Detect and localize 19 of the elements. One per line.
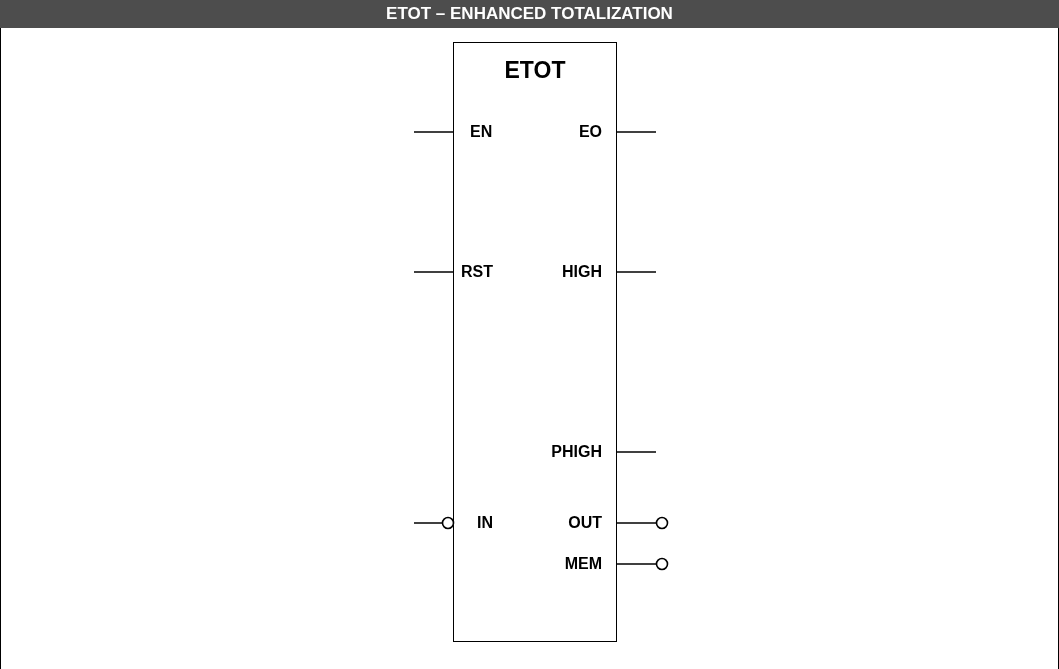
pin-line bbox=[413, 131, 455, 133]
pin-line bbox=[413, 516, 455, 530]
pin-label: HIGH bbox=[562, 263, 616, 281]
pin-label: EN bbox=[454, 123, 493, 141]
pin-line bbox=[615, 451, 657, 453]
pin-label: MEM bbox=[564, 555, 616, 573]
pin-label: EO bbox=[578, 123, 616, 141]
block-title: ETOT bbox=[503, 57, 567, 83]
pin-label: OUT bbox=[568, 514, 616, 532]
title-bar: ETOT – ENHANCED TOTALIZATION bbox=[0, 0, 1059, 28]
pin-line bbox=[413, 271, 455, 273]
pin-label: IN bbox=[454, 514, 493, 532]
pin-line bbox=[615, 271, 657, 273]
function-block bbox=[453, 42, 617, 642]
pin-line bbox=[615, 131, 657, 133]
pin-label: PHIGH bbox=[551, 443, 616, 461]
pin-line bbox=[615, 516, 669, 530]
pin-line bbox=[615, 557, 669, 571]
pin-label: RST bbox=[454, 263, 493, 281]
